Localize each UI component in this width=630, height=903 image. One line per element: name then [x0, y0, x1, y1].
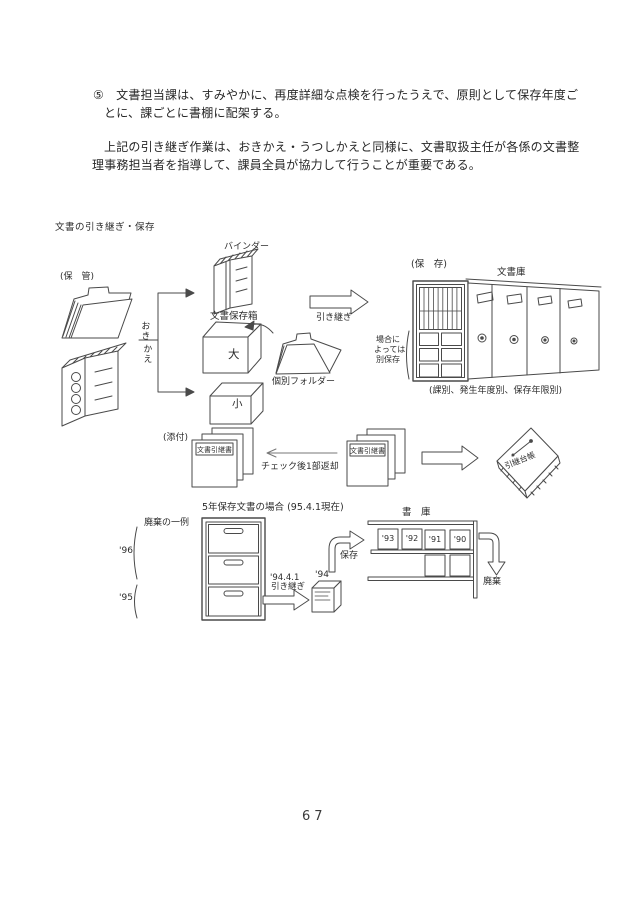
transfer-date-line1: '94.4.1	[270, 573, 300, 583]
classification-caption: (課別、発生年度別、保存年限別)	[429, 386, 563, 396]
shelf-year-93: '93	[381, 534, 395, 543]
individual-folder-label: 個別フォルダー	[272, 377, 336, 387]
box-small-label: 小	[232, 398, 243, 410]
register-arrow-icon	[421, 445, 479, 471]
transfer-date-line2: 引き継ぎ	[271, 582, 306, 592]
shelf-year-91: '91	[428, 535, 442, 544]
individual-folder-icon	[275, 332, 342, 375]
okikae-label-bottom: かえ	[141, 344, 152, 364]
box-94-icon	[311, 580, 342, 613]
check-return-label: チェック後1部返却	[261, 462, 339, 472]
ring-binder-icon	[61, 342, 127, 427]
handover-sheet-label-right: 文書引継書	[350, 447, 385, 455]
diagram-title: 文書の引き継ぎ・保存	[55, 222, 156, 233]
shelf-icon	[367, 520, 478, 599]
case-note-line3: 別保存	[376, 355, 400, 364]
okikae-label-top: おき	[139, 321, 150, 341]
save-curved-arrow-icon	[328, 530, 365, 573]
five-year-title: 5年保存文書の場合 (95.4.1現在)	[202, 502, 344, 513]
box94-label: '94	[315, 570, 329, 580]
save-label: 保存	[340, 551, 359, 561]
paragraph2-line1: 上記の引き継ぎ作業は、おきかえ・うつしかえと同様に、文書取扱主任が各係の文書整	[104, 140, 580, 154]
preservation-label: (保 存)	[411, 259, 447, 270]
paragraph2-line2: 理事務担当者を指導して、課員全員が協力して行うことが重要である。	[92, 158, 481, 172]
doc-box-label: 文書保存箱	[210, 311, 258, 322]
storage-label: (保 管)	[60, 272, 95, 282]
year-96-label: '96	[119, 546, 133, 556]
curved-arrow-icon	[244, 320, 274, 334]
year-95-label: '95	[119, 593, 133, 603]
storage-cabinet-icon	[406, 280, 469, 382]
binder-icon	[213, 248, 259, 315]
open-folder-icon	[61, 286, 133, 339]
branch-lines	[138, 288, 195, 397]
attachment-label: (添付)	[163, 433, 189, 443]
disposal-example-label: 廃棄の一例	[144, 518, 190, 528]
document-stack-right-icon	[346, 428, 406, 487]
paragraph1-line2: とに、課ごとに書棚に配架する。	[104, 106, 287, 120]
small-box-icon	[209, 382, 264, 425]
doc-room-label: 文書庫	[497, 267, 526, 278]
handover-sheet-label-left: 文書引継書	[197, 446, 232, 454]
handover-arrow-icon	[309, 289, 369, 315]
paragraph1-line1: ⑤ 文書担当課は、すみやかに、再度詳細な点検を行ったうえで、原則として保存年度ご	[93, 88, 579, 102]
disposal-label: 廃棄	[483, 577, 502, 587]
transfer-arrow-icon	[262, 589, 310, 611]
page-number: 67	[302, 809, 327, 824]
return-arrow-icon	[266, 448, 338, 458]
ledger-book-icon	[496, 427, 561, 499]
handover-arrow-label: 引き継ぎ	[316, 313, 353, 323]
filing-cabinet-icon	[133, 517, 266, 621]
case-note-line2: よっては	[374, 345, 406, 354]
shelf-year-92: '92	[405, 534, 419, 543]
mobile-shelves-icon	[465, 278, 602, 380]
box-large-label: 大	[228, 347, 240, 361]
shoko-label: 書 庫	[402, 507, 431, 518]
case-note-line1: 場合に	[376, 335, 400, 344]
binder-label: バインダー	[224, 242, 270, 252]
disposal-curved-arrow-icon	[478, 532, 506, 576]
document-stack-left-icon	[191, 427, 254, 488]
shelf-year-90: '90	[453, 535, 467, 544]
